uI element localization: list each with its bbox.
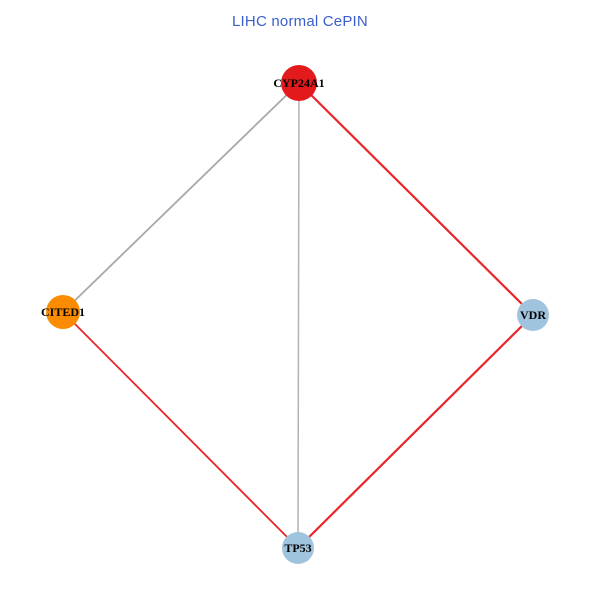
- edge-CYP24A1-CITED1: [62, 82, 300, 313]
- node-CITED1: [46, 295, 80, 329]
- edge-CYP24A1-VDR: [298, 82, 534, 316]
- node-label-CYP24A1: CYP24A1: [273, 76, 324, 90]
- node-VDR: [517, 299, 549, 331]
- node-label-TP53: TP53: [284, 541, 311, 555]
- edge-CYP24A1-TP53: [297, 82, 300, 549]
- node-label-CITED1: CITED1: [41, 305, 85, 319]
- plot-title: LIHC normal CePIN: [232, 13, 368, 30]
- edge-CITED1-TP53: [62, 311, 299, 549]
- node-label-VDR: VDR: [520, 308, 546, 322]
- edge-VDR-TP53: [297, 314, 534, 549]
- node-CYP24A1: [281, 65, 317, 101]
- node-TP53: [282, 532, 314, 564]
